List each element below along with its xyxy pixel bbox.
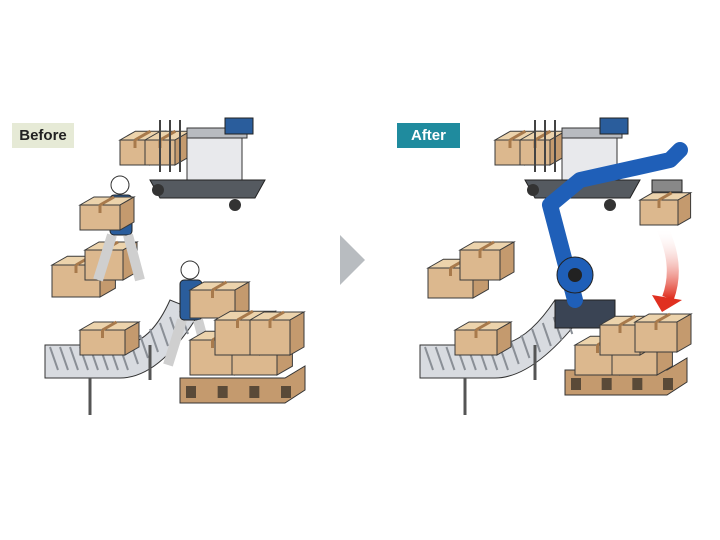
conveyor-roller [424,346,434,371]
worker-helmet [180,260,200,280]
robot-links [542,142,688,308]
conveyor-roller [159,322,169,347]
box-side [124,321,140,356]
conveyor-roller [139,334,149,359]
operator-arm [224,117,254,135]
pallet-slot [632,378,643,390]
conveyor-roller [520,334,531,359]
cardboard-box [458,240,516,281]
transition-chevron-icon [340,235,365,285]
box-tape [99,195,115,207]
box-side [496,321,512,356]
box-tape [211,280,228,292]
conveyor-roller [434,346,445,371]
cart-wheel [527,184,539,196]
box-tape [534,129,552,142]
pallet-body [179,365,306,404]
cardboard-box [453,320,513,356]
box-side [234,281,250,319]
roller-conveyor [44,299,201,415]
box-tape [134,129,152,142]
pallet-slot [186,386,196,398]
operator-arm [599,117,629,135]
cart [118,117,266,211]
conveyor-roller [531,328,542,353]
robot-motor [568,268,582,282]
conveyor-roller [149,328,159,353]
pallet-slot [217,386,228,398]
pallet-body [564,357,688,396]
placement-arrowhead-icon [652,295,682,312]
before-scene [44,117,306,415]
pallet-slot [571,378,581,390]
cart-wheel [229,199,241,211]
box-side [119,196,135,231]
box-tape [236,309,254,322]
placement-arrow [656,225,679,301]
conveyor-roller [445,346,456,371]
cardboard-box [78,195,136,231]
pallet-slot [281,386,291,398]
conveyor-roller [509,340,520,365]
cart-wheel [604,199,616,211]
before-label: Before [12,123,74,148]
conveyor-roller [69,346,79,371]
cart-wheel [152,184,164,196]
pallet [179,365,306,404]
box-tape [658,191,673,202]
box-tape [101,320,118,332]
pallet-slot [249,386,260,398]
box-tape [619,314,637,327]
box-side [289,311,305,356]
box-side [499,241,515,281]
robot-gripper [651,179,683,193]
box-tape [655,312,671,324]
cardboard-box [518,129,568,166]
after-scene [419,117,693,415]
box-tape [479,240,495,252]
robot-arm [542,142,688,329]
box-tape [269,310,285,322]
box-tape [509,129,527,142]
worker-helmet [110,175,130,195]
cardboard-box [143,129,193,166]
conveyor-roller [59,346,69,371]
box-tape [475,320,491,332]
cardboard-box [248,310,306,356]
cart [493,117,641,211]
pallet [564,357,688,396]
cardboard-box [633,312,693,353]
conveyor-roller [541,322,552,347]
box-side [676,313,692,353]
after-label: After [397,123,460,148]
box-side [677,191,692,226]
cart-base [149,179,266,199]
cardboard-box [638,191,693,226]
worker-legs [93,233,145,282]
pallet-slot [601,378,612,390]
box-tape [159,129,177,142]
cardboard-box [78,320,141,356]
pallet-slot [663,378,673,390]
conveyor-roller [49,346,59,371]
